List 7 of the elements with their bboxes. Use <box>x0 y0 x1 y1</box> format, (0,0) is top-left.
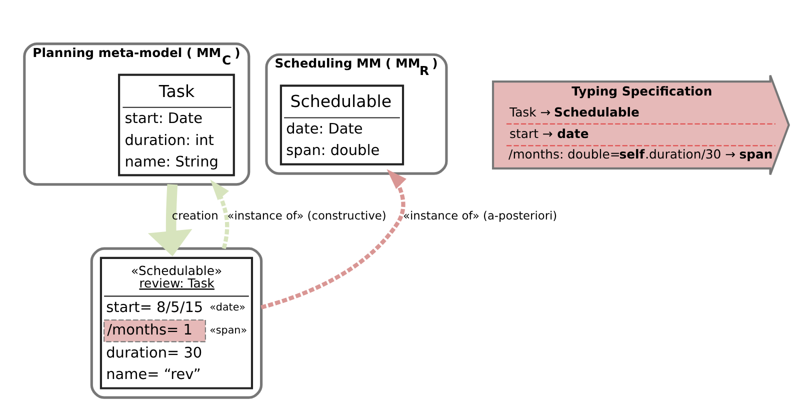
cluster <box>90 247 263 399</box>
edge-label: «instance of» (constructive) <box>227 208 386 222</box>
edge-label: «instance of» (a-posteriori) <box>403 208 558 222</box>
arrow <box>210 180 230 250</box>
arrow <box>148 184 192 256</box>
edge-label: creation <box>172 208 218 222</box>
arrow <box>260 169 406 310</box>
